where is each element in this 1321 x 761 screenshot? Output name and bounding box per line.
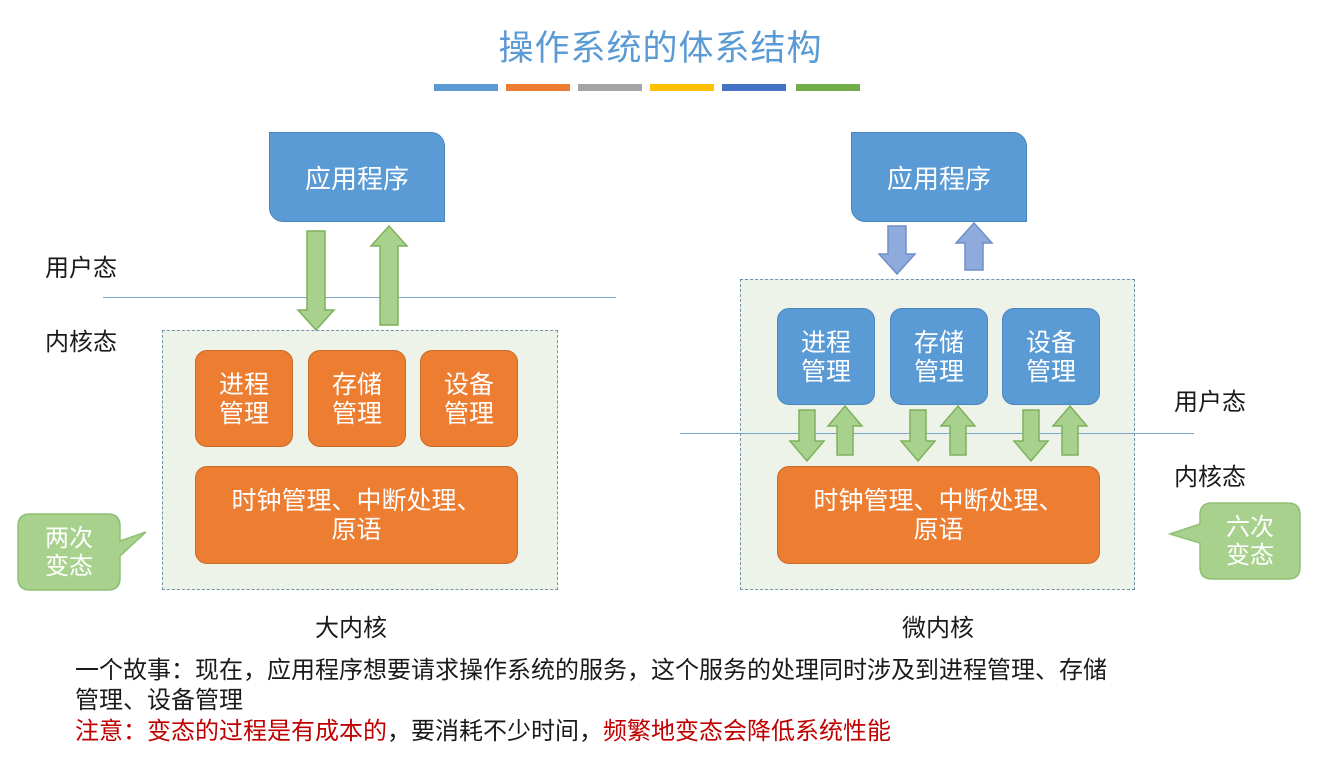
right-storage-down-arrow (899, 409, 937, 463)
right-process-up-arrow (826, 404, 864, 456)
left-caption: 大内核 (315, 614, 387, 642)
deco-bar-5 (722, 84, 786, 91)
note-part-2: ，要消耗不少时间， (387, 717, 603, 745)
right-module-storage: 存储 管理 (890, 308, 988, 405)
right-user-mode-label: 用户态 (1174, 388, 1246, 416)
right-caption: 微内核 (902, 614, 974, 642)
note-part-3: 频繁地变态会降低系统性能 (603, 717, 891, 745)
right-app-down-arrow (877, 225, 917, 276)
deco-bar-1 (434, 84, 498, 91)
right-kernel-mode-label: 内核态 (1174, 463, 1246, 491)
left-kernel-mode-label: 内核态 (45, 328, 117, 356)
note-text: 注意：变态的过程是有成本的，要消耗不少时间，频繁地变态会降低系统性能 (75, 716, 1265, 746)
right-process-down-arrow (788, 409, 826, 463)
right-callout-shape (1167, 502, 1301, 580)
left-module-storage: 存储 管理 (308, 350, 406, 447)
right-device-up-arrow (1051, 404, 1089, 456)
right-device-down-arrow (1012, 409, 1050, 463)
right-module-process: 进程 管理 (777, 308, 875, 405)
page-title: 操作系统的体系结构 (498, 29, 823, 69)
right-mode-divider (680, 433, 1194, 434)
left-up-arrow (369, 224, 409, 326)
left-core-module: 时钟管理、中断处理、 原语 (195, 466, 518, 564)
left-mode-divider (103, 297, 616, 298)
story-text: 一个故事：现在，应用程序想要请求操作系统的服务，这个服务的处理同时涉及到进程管理… (75, 656, 1107, 714)
left-module-process: 进程 管理 (195, 350, 293, 447)
right-storage-up-arrow (939, 404, 977, 456)
left-user-mode-label: 用户态 (45, 254, 117, 282)
note-part-1: 注意：变态的过程是有成本的 (75, 717, 387, 745)
right-app-box: 应用程序 (851, 132, 1027, 222)
deco-bar-4 (650, 84, 714, 91)
right-callout-text: 六次 变态 (1226, 513, 1274, 569)
right-module-device: 设备 管理 (1002, 308, 1100, 405)
deco-bar-6 (796, 84, 860, 91)
left-callout-text: 两次 变态 (45, 524, 93, 580)
right-core-module: 时钟管理、中断处理、 原语 (777, 466, 1100, 564)
deco-bar-3 (578, 84, 642, 91)
deco-bar-2 (506, 84, 570, 91)
left-module-device: 设备 管理 (420, 350, 518, 447)
left-callout-shape (17, 513, 147, 591)
left-app-box: 应用程序 (269, 132, 445, 222)
left-down-arrow (296, 230, 336, 332)
right-app-up-arrow (954, 221, 994, 271)
